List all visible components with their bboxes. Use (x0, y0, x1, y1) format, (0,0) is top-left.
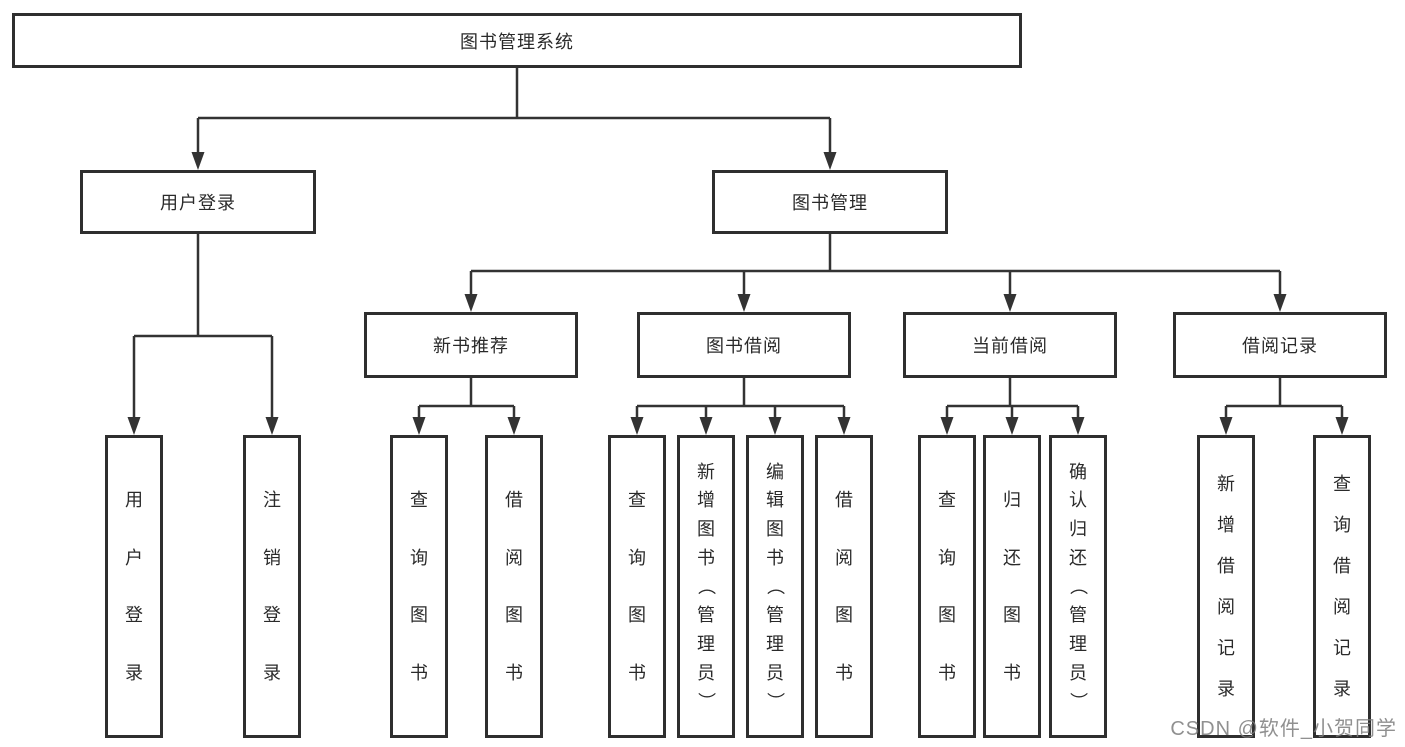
node-new-book-recommendation: 新书推荐 (364, 312, 578, 378)
connector-strokes (132, 68, 1344, 420)
arrowheads (127, 152, 1349, 435)
node-book-management-branch: 图书管理 (712, 170, 948, 234)
leaf-query-borrow-record: 查询借阅记录 (1313, 435, 1371, 738)
leaf-label: 用户登录 (125, 490, 143, 683)
leaf-label: 查询图书 (410, 490, 428, 683)
leaf-label: 归还图书 (1003, 490, 1021, 683)
leaf-query-books-borrow: 查询图书 (608, 435, 666, 738)
leaf-borrow-books: 借阅图书 (815, 435, 873, 738)
node-user-login-branch: 用户登录 (80, 170, 316, 234)
watermark-text: CSDN @软件_小贺同学 (1170, 718, 1397, 740)
leaf-label: 编辑图书（管理员） (765, 461, 785, 711)
leaf-label: 查询图书 (938, 490, 956, 683)
leaf-add-book-admin: 新增图书（管理员） (677, 435, 735, 738)
leaf-label: 注销登录 (263, 490, 281, 683)
node-borrowing-records: 借阅记录 (1173, 312, 1387, 378)
leaf-borrow-books-recommend: 借阅图书 (485, 435, 543, 738)
leaf-label: 确认归还（管理员） (1068, 461, 1088, 711)
leaf-label: 查询图书 (628, 490, 646, 683)
leaf-query-books-recommend: 查询图书 (390, 435, 448, 738)
leaf-label: 借阅图书 (835, 490, 853, 683)
node-library-management-system: 图书管理系统 (12, 13, 1022, 68)
leaf-return-books: 归还图书 (983, 435, 1041, 738)
leaf-confirm-return-admin: 确认归还（管理员） (1049, 435, 1107, 738)
leaf-edit-book-admin: 编辑图书（管理员） (746, 435, 804, 738)
node-current-borrowing: 当前借阅 (903, 312, 1117, 378)
leaf-query-books-current: 查询图书 (918, 435, 976, 738)
leaf-label: 查询借阅记录 (1333, 474, 1351, 699)
leaf-label: 新增借阅记录 (1217, 474, 1235, 699)
leaf-label: 借阅图书 (505, 490, 523, 683)
leaf-add-borrow-record: 新增借阅记录 (1197, 435, 1255, 738)
leaf-label: 新增图书（管理员） (696, 461, 716, 711)
node-book-borrowing: 图书借阅 (637, 312, 851, 378)
leaf-logout: 注销登录 (243, 435, 301, 738)
leaf-user-login: 用户登录 (105, 435, 163, 738)
